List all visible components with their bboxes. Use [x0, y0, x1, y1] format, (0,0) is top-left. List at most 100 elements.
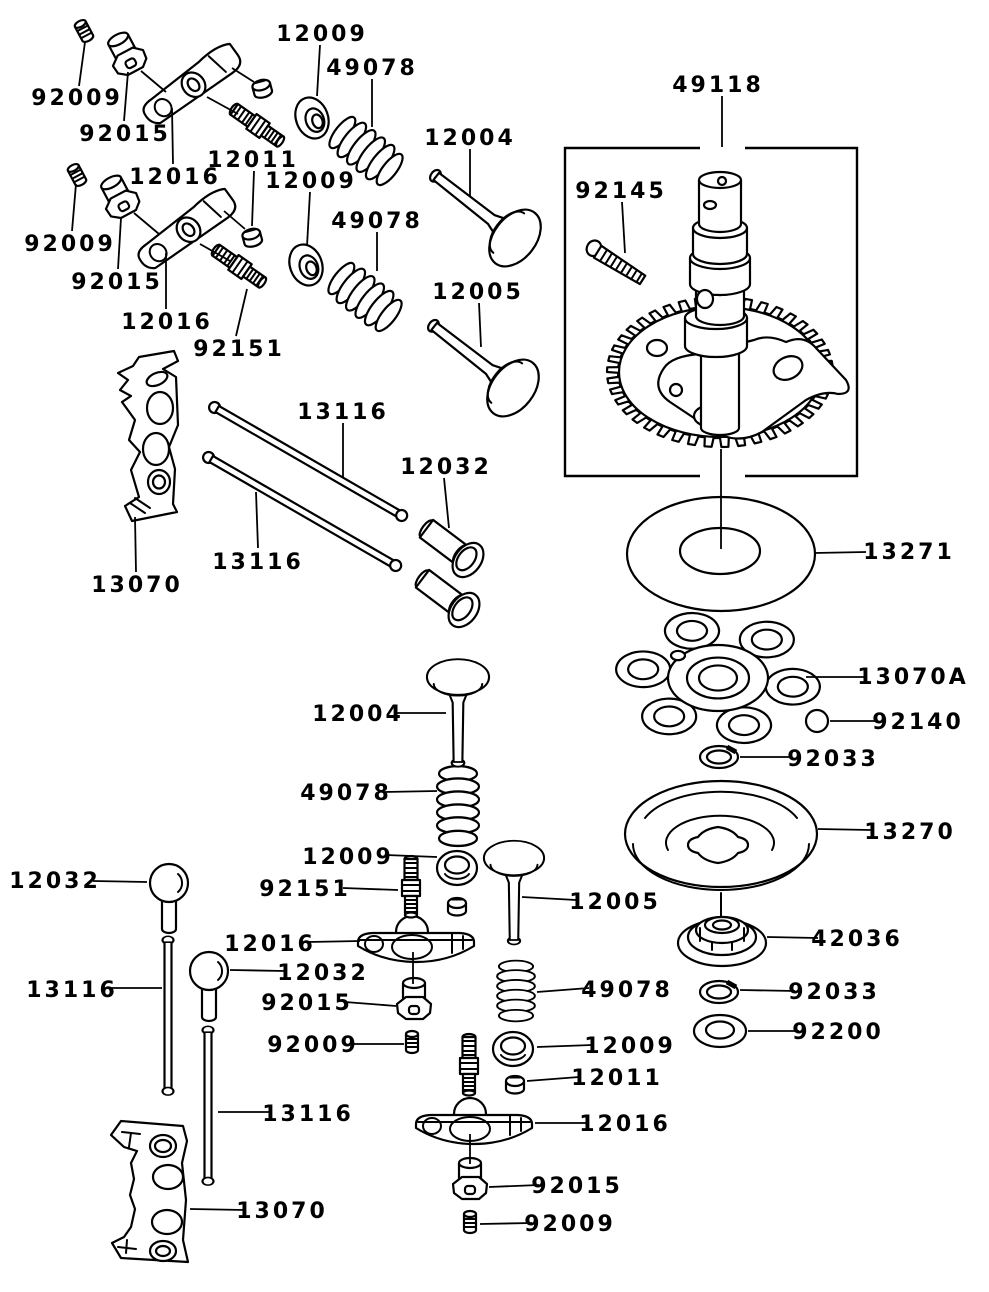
- part-label-92009-9: 92009: [24, 232, 116, 257]
- leader-line-41: [189, 1208, 246, 1211]
- pivot-nut-92015-3: [395, 976, 433, 1021]
- part-label-12005-13: 12005: [432, 280, 524, 305]
- leader-line-31: [383, 790, 438, 793]
- leader-line-43: [536, 1044, 593, 1048]
- part-label-92009-46: 92009: [524, 1212, 616, 1237]
- stud-92151-3: [400, 854, 422, 919]
- part-label-92033-23: 92033: [787, 747, 879, 772]
- part-label-12004-5: 12004: [424, 126, 516, 151]
- retainer-12009-2: [282, 238, 330, 292]
- snap-ring-92033-upper: [700, 746, 738, 768]
- part-label-92015-45: 92015: [531, 1174, 623, 1199]
- ball-92140: [804, 708, 830, 734]
- set-screw-92009-4: [462, 1209, 478, 1235]
- leader-line-25: [817, 828, 872, 831]
- part-label-92200-27: 92200: [792, 1020, 884, 1045]
- leader-line-10: [117, 217, 122, 270]
- leader-line-20: [134, 516, 137, 573]
- leader-line-33: [342, 887, 399, 891]
- leader-line-46: [488, 1184, 540, 1188]
- leader-line-13: [478, 302, 482, 348]
- pin-92145: [585, 239, 647, 286]
- camshaft-shaft: [683, 170, 752, 437]
- leader-line-7: [306, 191, 311, 247]
- part-label-12032-36: 12032: [277, 961, 369, 986]
- collar-42036: [676, 892, 768, 968]
- part-label-49078-30: 49078: [300, 781, 392, 806]
- leader-line-51: [133, 212, 160, 235]
- cap-12011-2: [240, 225, 265, 250]
- camshaft-box-49118: [563, 146, 859, 478]
- retainer-12009-3: [435, 849, 479, 887]
- stud-92151-2: [207, 240, 271, 293]
- cap-12011-3: [446, 896, 468, 917]
- part-label-92015-10: 92015: [71, 270, 163, 295]
- cap-12011-4: [504, 1074, 526, 1095]
- guide-plate-13070-lower: [109, 1119, 190, 1264]
- part-label-12032-34: 12032: [9, 869, 101, 894]
- part-label-12005-28: 12005: [569, 890, 661, 915]
- part-label-12016-44: 12016: [579, 1112, 671, 1137]
- leader-line-29: [521, 896, 577, 901]
- leader-line-49: [231, 67, 255, 83]
- part-label-13116-35: 13116: [26, 978, 118, 1003]
- part-label-13070A-21: 13070A: [857, 665, 969, 690]
- push-rod-13116-3: [161, 935, 175, 1097]
- part-label-12016-2: 12016: [129, 165, 221, 190]
- part-label-12011-43: 12011: [571, 1066, 663, 1091]
- leader-line-48: [140, 70, 167, 93]
- push-rod-13116-4: [201, 1025, 215, 1187]
- part-label-92015-1: 92015: [79, 122, 171, 147]
- leader-line-18: [443, 477, 450, 529]
- part-label-49078-8: 49078: [331, 209, 423, 234]
- part-label-12016-33: 12016: [224, 932, 316, 957]
- retainer-12009-1: [288, 91, 336, 145]
- part-label-13270-24: 13270: [864, 820, 956, 845]
- leader-line-16: [621, 201, 626, 254]
- cap-12011-1: [250, 76, 275, 101]
- snap-ring-92033-lower: [700, 981, 738, 1003]
- part-label-92009-0: 92009: [31, 86, 123, 111]
- leader-line-44: [526, 1076, 580, 1082]
- part-label-42036-25: 42036: [811, 927, 903, 952]
- rocker-arm-12016-1: [138, 36, 247, 135]
- leader-line-0: [78, 41, 86, 87]
- leader-line-12: [235, 288, 248, 337]
- valve-spring-49078-3: [435, 764, 481, 848]
- part-label-13271-20: 13271: [863, 540, 955, 565]
- leader-line-19: [255, 491, 259, 549]
- washer-92200: [692, 1013, 748, 1049]
- leader-line-6: [251, 170, 255, 227]
- part-label-12032-17: 12032: [400, 455, 492, 480]
- leader-line-38: [344, 1001, 397, 1007]
- leader-line-26: [766, 936, 819, 939]
- part-label-12009-42: 12009: [584, 1034, 676, 1059]
- part-labels-layer: 92009 92015 12016 12009 49078 12004 12011 12009…: [9, 22, 969, 1237]
- washer-13271: [625, 495, 817, 613]
- part-label-92015-37: 92015: [261, 991, 353, 1016]
- part-label-13070-19: 13070: [91, 573, 183, 598]
- part-label-92009-38: 92009: [267, 1033, 359, 1058]
- leader-line-47: [479, 1222, 533, 1225]
- leader-line-37: [229, 969, 286, 972]
- rocker-arm-12016-3: [356, 914, 476, 964]
- part-label-92145-15: 92145: [575, 179, 667, 204]
- part-label-12009-3: 12009: [276, 22, 368, 47]
- valve-12005-mid: [482, 839, 546, 946]
- retainer-12009-4: [491, 1030, 535, 1068]
- set-screw-92009-1: [72, 17, 96, 45]
- leader-lines-layer: [71, 41, 878, 1225]
- part-label-49078-41: 49078: [581, 978, 673, 1003]
- leader-line-35: [92, 880, 148, 883]
- part-label-92151-32: 92151: [259, 877, 351, 902]
- part-label-13116-16: 13116: [297, 400, 389, 425]
- leader-line-42: [536, 987, 590, 993]
- part-label-12009-31: 12009: [302, 845, 394, 870]
- part-label-92151-12: 92151: [193, 337, 285, 362]
- stud-92151-1: [225, 99, 289, 152]
- part-label-13116-18: 13116: [212, 550, 304, 575]
- leader-line-53: [199, 243, 231, 262]
- leader-line-21: [813, 551, 867, 554]
- valve-spring-49078-2: [321, 256, 409, 338]
